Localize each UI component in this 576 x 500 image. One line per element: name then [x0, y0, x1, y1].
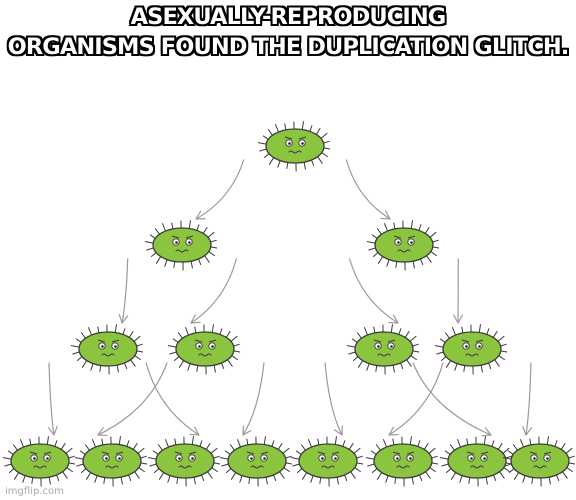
- division-arrow: [324, 362, 343, 436]
- bacterium-organism: [219, 436, 293, 487]
- division-arrow: [242, 362, 265, 436]
- bacterium-organism: [144, 220, 218, 271]
- bacterium-organism: [346, 324, 420, 375]
- division-arrow: [453, 258, 463, 324]
- bacterium-organism: [74, 436, 148, 487]
- division-arrow: [349, 258, 399, 324]
- bacterium-organism: [290, 436, 364, 487]
- division-arrow: [195, 159, 245, 220]
- division-arrow: [145, 362, 200, 436]
- caption-line-2: ORGANISMS FOUND THE DUPLICATION GLITCH.: [7, 34, 570, 60]
- division-arrow: [412, 362, 492, 437]
- organisms-tree: [2, 121, 576, 487]
- division-arrow: [97, 362, 168, 437]
- meme-caption: ASEXUALLY-REPRODUCING ORGANISMS FOUND TH…: [0, 2, 576, 62]
- division-arrow: [118, 258, 129, 324]
- imgflip-watermark: imgflip.com: [5, 486, 64, 497]
- bacterium-organism: [365, 436, 439, 487]
- bacterium-organism: [147, 436, 221, 487]
- division-arrow: [345, 159, 391, 220]
- division-arrow: [522, 362, 533, 436]
- bacterium-organism: [70, 324, 144, 375]
- bacterium-organism: [439, 436, 513, 487]
- bacterium-organism: [167, 324, 241, 375]
- caption-line-1: ASEXUALLY-REPRODUCING: [130, 4, 447, 30]
- bacterium-organism: [2, 436, 76, 487]
- bacterium-organism: [257, 121, 331, 172]
- division-arrow: [47, 362, 58, 436]
- division-arrow: [190, 258, 237, 324]
- bacterium-organism: [434, 324, 508, 375]
- division-arrows: [47, 159, 533, 437]
- bacterium-organism: [502, 436, 576, 487]
- division-arrow: [388, 362, 444, 436]
- bacterium-organism: [366, 220, 440, 271]
